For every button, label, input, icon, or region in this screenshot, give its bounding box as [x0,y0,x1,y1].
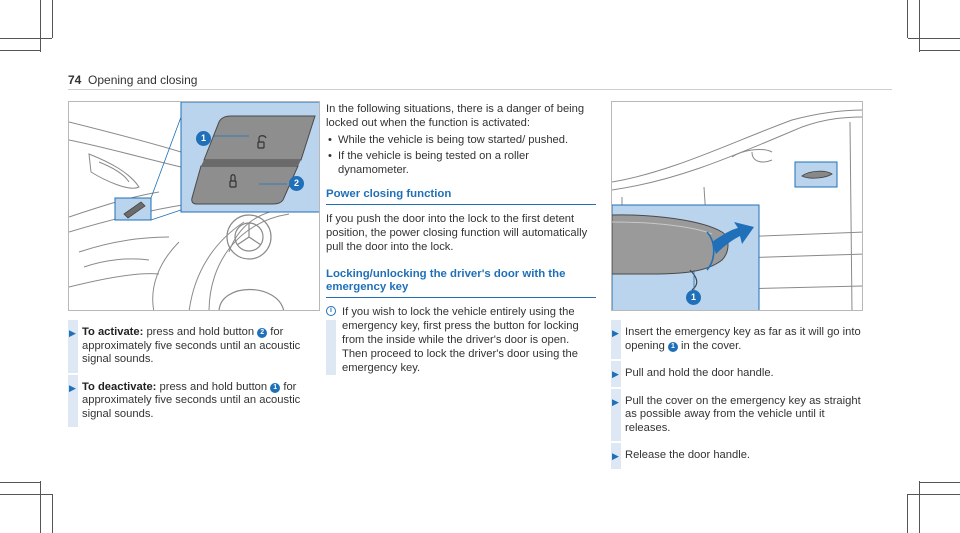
arrow-icon: ▶ [612,369,619,379]
page-number: 74 [68,73,82,87]
step-pull-cover: ▶ Pull the cover on the emergency key as… [611,388,863,441]
list-item: While the vehicle is being tow started/ … [326,134,596,148]
section-title-emergency-key: Locking/unlocking the driver's door with… [326,268,596,299]
crop-mark [0,482,40,483]
intro-paragraph: In the following situations, there is a … [326,103,585,129]
crop-mark [0,50,40,51]
step-label: To activate: [82,326,144,338]
door-handle-drawing [612,109,862,310]
crop-mark [40,0,41,52]
crop-mark [0,494,52,495]
info-icon: i [326,306,336,317]
info-note: i If you wish to lock the vehicle entire… [326,306,596,376]
crop-mark [920,482,960,483]
bullet-list: While the vehicle is being tow started/ … [326,134,596,178]
note-bar [326,320,336,376]
activation-steps: ▶ To activate: press and hold button 2 f… [68,320,320,429]
power-closing-paragraph: If you push the door into the lock to th… [326,212,588,253]
crop-mark [40,481,41,533]
step-activate: ▶ To activate: press and hold button 2 f… [68,320,320,372]
door-handle-illustration: 1 [611,101,863,311]
arrow-icon: ▶ [612,396,619,407]
callout-1: 1 [196,131,211,146]
crop-mark [0,38,52,39]
badge-1: 1 [667,341,678,352]
section-title-power-closing: Power closing function [326,188,596,205]
header-divider [68,89,892,90]
crop-mark [920,50,960,51]
emergency-key-steps: ▶ Insert the emergency key as far as it … [611,320,863,471]
step-insert-key: ▶ Insert the emergency key as far as it … [611,320,863,359]
crop-mark [919,481,920,533]
crop-mark [907,494,908,533]
arrow-icon: ▶ [612,328,619,338]
badge-1: 1 [270,382,281,393]
step-label: To deactivate: [82,380,157,393]
note-text: If you wish to lock the vehicle entirely… [342,306,579,374]
crop-mark [907,0,908,38]
callout-1: 1 [686,290,701,305]
badge-2: 2 [257,328,268,338]
step-pull-handle: ▶ Pull and hold the door handle. [611,361,863,386]
arrow-icon: ▶ [612,451,619,461]
crop-mark [52,0,53,38]
door-switch-drawing [69,102,319,310]
arrow-icon: ▶ [69,382,76,393]
crop-mark [919,0,920,52]
crop-mark [52,494,53,533]
list-item: If the vehicle is being tested on a roll… [326,150,596,178]
door-switch-illustration: 1 2 [68,101,320,311]
callout-2: 2 [289,176,304,191]
step-release-handle: ▶ Release the door handle. [611,443,863,468]
middle-column: In the following situations, there is a … [326,103,596,376]
page-title: Opening and closing [88,73,198,87]
crop-mark [908,494,960,495]
crop-mark [908,38,960,39]
arrow-icon: ▶ [69,328,76,338]
page-header: 74 Opening and closing [68,73,197,87]
step-deactivate: ▶ To deactivate: press and hold button 1… [68,374,320,427]
